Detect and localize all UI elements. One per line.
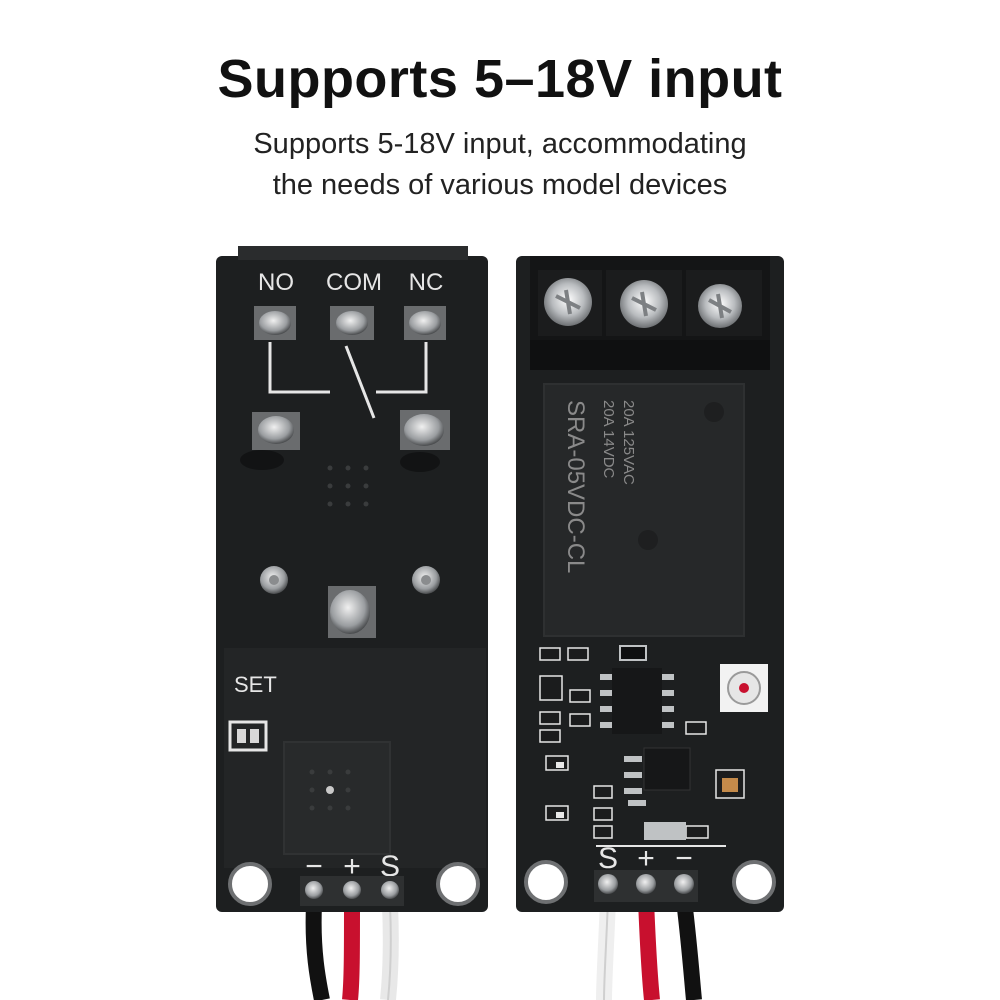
- back-pin-plus: +: [343, 850, 361, 883]
- ic-chip: [612, 668, 662, 734]
- wire-red-front: [638, 899, 660, 1000]
- front-pin-s: S: [598, 842, 618, 875]
- label-com: COM: [326, 269, 382, 296]
- regulator-chip: [643, 747, 691, 791]
- back-pin-s: S: [380, 850, 400, 883]
- label-nc: NC: [409, 269, 444, 296]
- relay-rating-dc: 20A 14VDC: [600, 400, 617, 479]
- wire-black: [305, 904, 330, 1000]
- relay-rating-ac: 20A 125VAC: [620, 400, 637, 485]
- front-board: SRA-05VDC-CL 20A 14VDC 20A 125VAC: [516, 256, 784, 1000]
- terminal-screw-icon: [544, 278, 742, 328]
- set-label: SET: [234, 672, 277, 697]
- back-board: NO COM NC SET − + S: [216, 246, 488, 1000]
- label-no: NO: [258, 269, 294, 296]
- relay-model: SRA-05VDC-CL: [562, 400, 589, 573]
- back-pin-minus: −: [305, 850, 323, 883]
- wire-black-front: [676, 899, 702, 1000]
- front-pin-plus: +: [637, 842, 655, 875]
- page-title: Supports 5–18V input: [217, 49, 783, 109]
- wire-red: [342, 904, 360, 1000]
- front-pin-minus: −: [675, 842, 693, 875]
- page-subtitle: Supports 5-18V input, accommodating the …: [253, 128, 747, 201]
- relay: [543, 383, 745, 637]
